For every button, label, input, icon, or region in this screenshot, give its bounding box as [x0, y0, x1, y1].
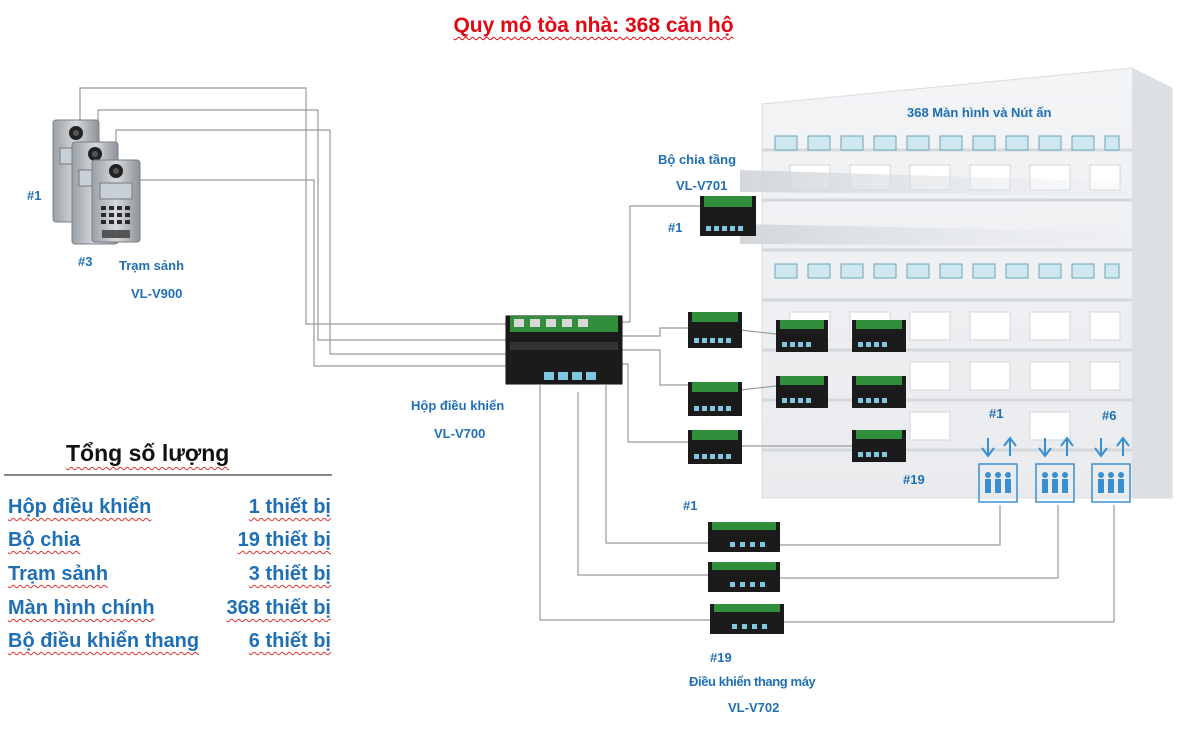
- splitter-c1: [688, 430, 742, 464]
- summary-row: Màn hình chính 368 thiết bị: [8, 597, 331, 629]
- floor-splitter-name: Bộ chia tầng: [658, 152, 737, 167]
- elevator-ctrl-first-label: #1: [683, 498, 698, 513]
- control-box-name: Hộp điều khiển: [411, 398, 505, 413]
- summary-row-value: 6 thiết bị: [248, 630, 331, 652]
- floor-splitter-top: [700, 196, 756, 236]
- summary-row-label: Bộ chia: [8, 529, 81, 551]
- lobby-last-label: #3: [78, 254, 93, 269]
- elevator-controller-3: [710, 604, 784, 634]
- splitter-b3: [852, 376, 906, 408]
- splitter-c3: [852, 430, 906, 462]
- summary-row: Bộ chia 19 thiết bị: [8, 529, 331, 561]
- elevator-last-label: #6: [1102, 408, 1117, 423]
- splitter-first-label: #1: [668, 220, 683, 235]
- summary-row-label: Màn hình chính: [8, 597, 155, 619]
- lobby-first-label: #1: [27, 188, 42, 203]
- summary-row-value: 368 thiết bị: [226, 597, 331, 619]
- summary-divider: [4, 474, 332, 476]
- summary-row-label: Hộp điều khiển: [8, 496, 152, 518]
- monitor-row-top: [774, 135, 1120, 151]
- summary-row-label: Trạm sảnh: [8, 563, 109, 585]
- elevator-2-icon: [1035, 436, 1075, 503]
- lobby-station-3: [91, 159, 141, 243]
- elevator-ctrl-model: VL-V702: [728, 700, 780, 715]
- splitter-a3: [852, 320, 906, 352]
- splitter-a1: [688, 312, 742, 348]
- elevator-ctrl-last-label: #19: [710, 650, 732, 665]
- summary-row: Trạm sảnh 3 thiết bị: [8, 563, 331, 595]
- lobby-name: Trạm sảnh: [119, 258, 185, 273]
- monitors-label: 368 Màn hình và Nút ấn: [907, 105, 1052, 120]
- summary-title: Tổng số lượng: [66, 440, 230, 466]
- elevator-first-label: #1: [989, 406, 1004, 421]
- monitor-row-bottom: [774, 263, 1120, 279]
- lobby-model: VL-V900: [131, 286, 183, 301]
- elevator-controllers: [708, 522, 784, 634]
- splitter-last-label: #19: [903, 472, 925, 487]
- page-title: Quy mô tòa nhà: 368 căn hộ: [453, 14, 734, 37]
- summary-row-value: 3 thiết bị: [248, 563, 331, 585]
- summary-row-value: 19 thiết bị: [237, 529, 331, 551]
- control-box-model: VL-V700: [434, 426, 486, 441]
- elevator-1-icon: [978, 436, 1018, 503]
- summary-row-label: Bộ điều khiển thang: [8, 630, 200, 652]
- splitter-a2: [776, 320, 828, 352]
- summary-row: Bộ điều khiển thang 6 thiết bị: [8, 630, 331, 662]
- summary-row: Hộp điều khiển 1 thiết bị: [8, 496, 331, 528]
- splitter-grid: [688, 312, 906, 464]
- elevator-controller-1: [708, 522, 780, 552]
- splitter-b2: [776, 376, 828, 408]
- building: [740, 67, 1173, 499]
- control-box-device: [505, 315, 623, 385]
- elevator-ctrl-name: Điều khiển thang máy: [689, 674, 816, 689]
- summary-row-value: 1 thiết bị: [248, 496, 331, 518]
- elevator-controller-2: [708, 562, 780, 592]
- splitter-b1: [688, 382, 742, 416]
- elevator-6-icon: [1091, 436, 1131, 503]
- floor-splitter-model: VL-V701: [676, 178, 728, 193]
